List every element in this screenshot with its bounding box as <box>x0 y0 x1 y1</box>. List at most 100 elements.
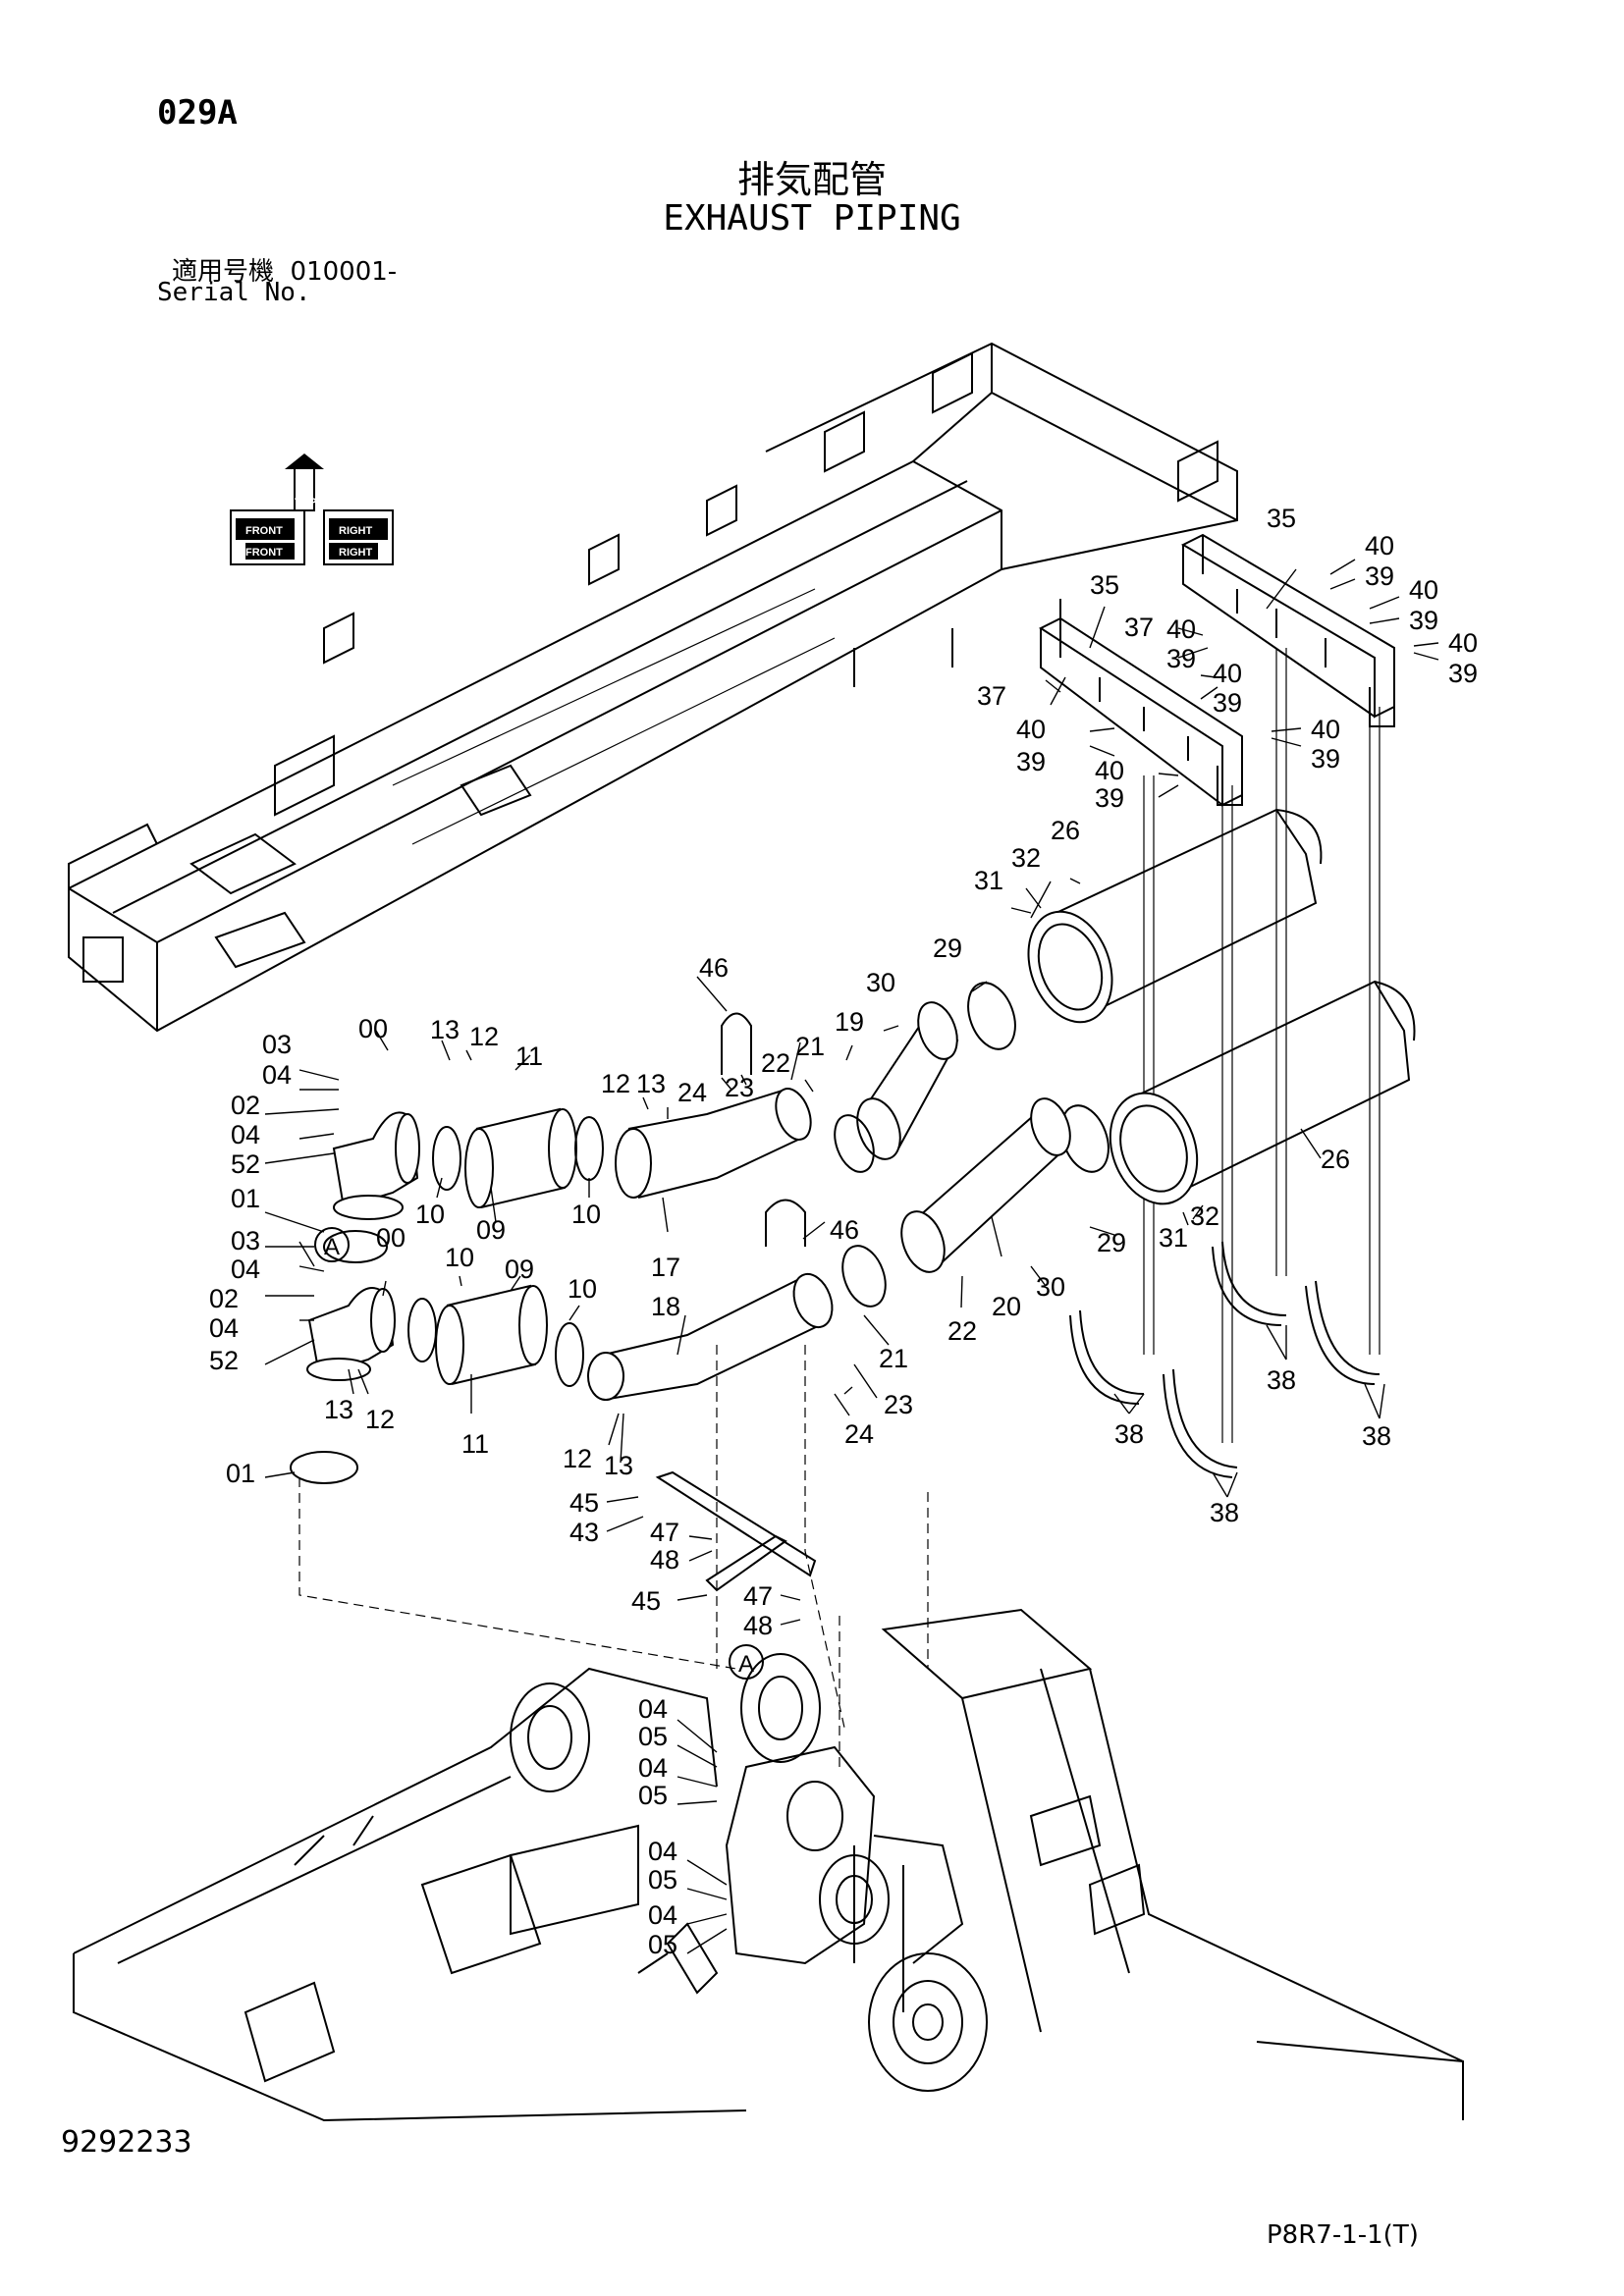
callout-39: 39 <box>1409 606 1438 635</box>
part-callouts: 35 35 40 39 40 39 40 39 37 40 39 40 39 3… <box>209 504 1478 1959</box>
sheet-code: P8R7-1-1(T) <box>1267 2220 1419 2250</box>
elbow-00-lower <box>306 1287 396 1381</box>
callout-40: 40 <box>1016 715 1046 744</box>
bracket-35-upper <box>1180 533 1395 727</box>
callout-04: 04 <box>231 1255 260 1284</box>
callout-12: 12 <box>601 1069 630 1098</box>
callout-32: 32 <box>1011 843 1041 873</box>
callout-23: 23 <box>725 1073 754 1102</box>
orientation-marker: TOP FRONT RIGHT RIGHT FRONT <box>230 454 394 565</box>
leader-lines <box>264 559 1439 1954</box>
callout-46: 46 <box>699 953 729 983</box>
pipe-19 <box>856 1001 959 1160</box>
callout-22: 22 <box>761 1048 790 1078</box>
callout-12: 12 <box>469 1022 499 1051</box>
callout-39: 39 <box>1095 783 1124 813</box>
orientation-label-front-upper: FRONT <box>245 525 283 537</box>
callout-13: 13 <box>604 1451 633 1480</box>
callout-17: 17 <box>651 1253 680 1282</box>
muffler-26-upper <box>1027 808 1323 1024</box>
callout-47: 47 <box>650 1518 679 1547</box>
callout-39: 39 <box>1213 688 1242 718</box>
callout-39: 39 <box>1311 744 1340 774</box>
callout-39: 39 <box>1365 561 1394 591</box>
orientation-label-right-upper: RIGHT <box>339 525 373 537</box>
callout-10: 10 <box>445 1243 474 1272</box>
gasket-29-upper <box>967 982 1016 1050</box>
callout-40: 40 <box>1409 575 1438 605</box>
orientation-label-right: RIGHT <box>339 547 373 559</box>
callout-13: 13 <box>636 1069 666 1098</box>
callout-01: 01 <box>226 1459 255 1488</box>
callout-02: 02 <box>209 1284 239 1313</box>
callout-45: 45 <box>569 1488 599 1518</box>
gasket-10-c <box>407 1298 437 1362</box>
callout-05: 05 <box>638 1781 668 1810</box>
callout-40: 40 <box>1095 756 1124 785</box>
callout-38: 38 <box>1267 1365 1296 1395</box>
callout-52: 52 <box>231 1149 260 1179</box>
orientation-label-top: TOP <box>295 497 316 508</box>
callout-19: 19 <box>835 1007 864 1037</box>
callout-00: 00 <box>376 1223 406 1253</box>
callout-10: 10 <box>568 1274 597 1304</box>
dashed-guides <box>298 1345 929 1767</box>
orientation-label-front: FRONT <box>245 547 283 559</box>
callout-37: 37 <box>977 681 1006 711</box>
view-marker-a-label: A <box>324 1234 340 1260</box>
page-title-japanese: 排気配管 <box>736 158 887 201</box>
gasket-21-upper <box>834 1114 875 1173</box>
document-number: 9292233 <box>61 2125 192 2160</box>
callout-10: 10 <box>571 1200 601 1229</box>
callout-10: 10 <box>415 1200 445 1229</box>
callout-04: 04 <box>231 1120 260 1149</box>
view-marker-a-label: A <box>738 1651 754 1678</box>
callout-38: 38 <box>1362 1421 1391 1451</box>
view-marker-a-lower: A <box>729 1644 764 1680</box>
callout-52: 52 <box>209 1346 239 1375</box>
gasket-10-b <box>574 1116 604 1181</box>
callout-39: 39 <box>1166 644 1196 673</box>
gasket-01-lower <box>290 1451 358 1484</box>
callout-23: 23 <box>884 1390 913 1419</box>
callout-40: 40 <box>1311 715 1340 744</box>
callout-39: 39 <box>1016 747 1046 776</box>
callout-26: 26 <box>1321 1145 1350 1174</box>
callout-31: 31 <box>974 866 1003 895</box>
callout-00: 00 <box>358 1014 388 1043</box>
pipe-09-upper <box>464 1107 577 1208</box>
callout-26: 26 <box>1051 816 1080 845</box>
callout-38: 38 <box>1114 1419 1144 1449</box>
callout-11: 11 <box>515 1041 543 1071</box>
pipe-09-lower <box>435 1284 548 1385</box>
callout-04: 04 <box>648 1837 677 1866</box>
callout-21: 21 <box>879 1344 908 1373</box>
callout-30: 30 <box>866 968 895 997</box>
gasket-10-a <box>432 1126 461 1191</box>
callout-30: 30 <box>1036 1272 1065 1302</box>
callout-37: 37 <box>1124 613 1154 642</box>
u-bolt-46-lower <box>765 1199 806 1247</box>
callout-04: 04 <box>648 1900 677 1930</box>
callout-04: 04 <box>638 1753 668 1783</box>
callout-03: 03 <box>262 1030 292 1059</box>
callout-11: 11 <box>461 1429 489 1459</box>
callout-38: 38 <box>1210 1498 1239 1527</box>
callout-46: 46 <box>830 1215 859 1245</box>
callout-35: 35 <box>1090 570 1119 600</box>
serial-applicability: 適用号機 010001- <box>172 251 397 288</box>
callout-45: 45 <box>631 1586 661 1616</box>
upper-frame-assembly <box>68 342 1238 1033</box>
callout-05: 05 <box>638 1722 668 1751</box>
support-bar-43 <box>655 1470 817 1592</box>
callout-22: 22 <box>947 1316 977 1346</box>
callout-40: 40 <box>1213 659 1242 688</box>
callout-05: 05 <box>648 1865 677 1895</box>
pipe-20 <box>900 1097 1071 1273</box>
callout-13: 13 <box>430 1015 460 1044</box>
gasket-10-d <box>555 1322 584 1387</box>
page-title: EXHAUST PIPING <box>663 198 961 239</box>
serial-label-japanese: 適用号機 <box>172 257 275 287</box>
callout-13: 13 <box>324 1395 353 1424</box>
u-bolt-46-upper <box>721 1012 752 1075</box>
